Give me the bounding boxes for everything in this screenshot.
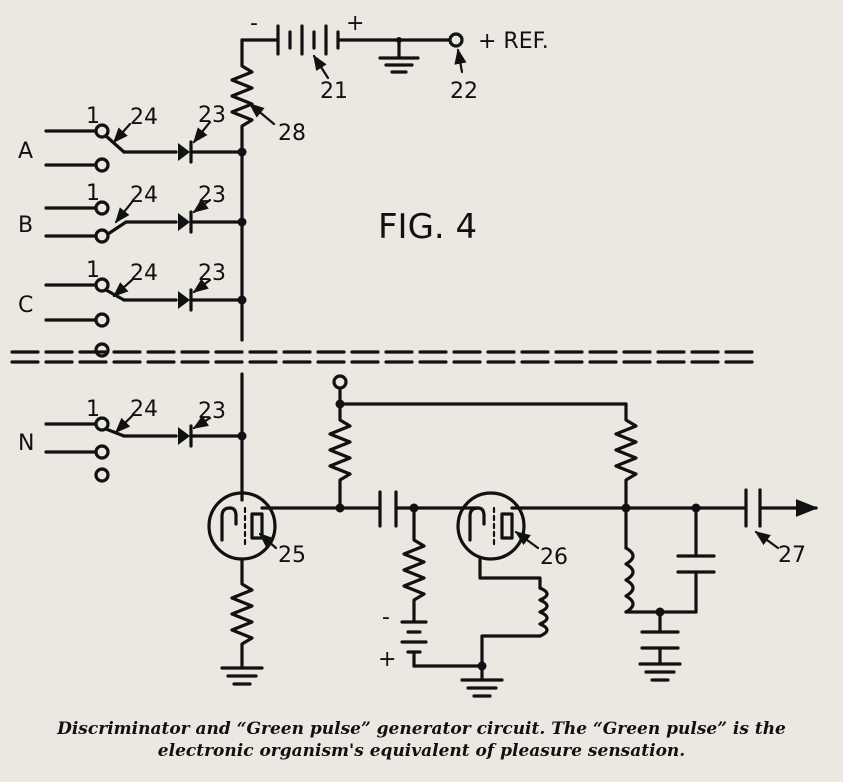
ref-label: + REF. [478, 29, 549, 54]
tank-circuit [621, 503, 716, 682]
input-row-a [44, 123, 247, 173]
grid-resistor-26 [402, 506, 426, 622]
input-row-n [44, 372, 247, 502]
leader-23-a [192, 120, 212, 144]
input-row-c [44, 277, 247, 358]
ref-23-label-n: 23 [198, 399, 226, 424]
ref-24-label-c: 24 [130, 261, 158, 286]
leader-26 [514, 530, 540, 550]
figure-title: FIG. 4 [378, 207, 477, 247]
leader-24-b [114, 200, 134, 224]
ref-24-label-n: 24 [130, 397, 158, 422]
leader-25 [258, 532, 278, 550]
break-lines [10, 350, 754, 364]
leader-21 [312, 54, 330, 80]
leader-24-n [114, 414, 134, 434]
input-row-b [44, 200, 247, 244]
plate-supply [328, 374, 638, 513]
leader-23-b [192, 198, 212, 214]
contact-label-c: 1 [86, 258, 100, 283]
contact-label-n: 1 [86, 397, 100, 422]
ref-24-label-b: 24 [130, 183, 158, 208]
ref-23-label-a: 23 [198, 103, 226, 128]
input-label-b: B [18, 213, 33, 238]
ref-25-label: 25 [278, 543, 306, 568]
battery-minus-label: - [250, 11, 258, 36]
ref-26-label: 26 [540, 545, 568, 570]
vacuum-tube-26 [456, 491, 702, 682]
leader-24-a [112, 122, 132, 144]
contact-label-b: 1 [86, 181, 100, 206]
resistor-28 [230, 60, 254, 342]
ref-28-label: 28 [278, 121, 306, 146]
leader-27 [754, 530, 780, 550]
ref-23-label-b: 23 [198, 183, 226, 208]
ref-23-label-c: 23 [198, 261, 226, 286]
leader-23-n [192, 415, 212, 430]
caption-line-1: Discriminator and “Green pulse” generato… [57, 719, 786, 739]
leader-22 [454, 48, 467, 74]
ref-22-label: 22 [450, 79, 478, 104]
ref-24-label-a: 24 [130, 105, 158, 130]
cathode-resistor-25 [230, 578, 254, 670]
vacuum-tube-25 [207, 491, 342, 582]
battery-plus-label: + [346, 11, 364, 36]
input-label-c: C [18, 293, 33, 318]
ref-27-label: 27 [778, 543, 806, 568]
caption-line-2: electronic organism's equivalent of plea… [157, 741, 686, 761]
leader-28 [248, 102, 276, 126]
contact-label-a: 1 [86, 104, 100, 129]
output-capacitor-27 [698, 488, 819, 528]
input-label-a: A [18, 139, 33, 164]
circuit-diagram: - + + REF. 21 22 28 FIG. 4 A 1 24 23 [10, 11, 819, 698]
ref-21-label: 21 [320, 79, 348, 104]
bias-minus-label: - [382, 605, 390, 630]
ground-symbol-tube-26 [460, 678, 504, 698]
bias-plus-label: + [378, 647, 396, 672]
ref-terminal-22 [448, 32, 464, 48]
bias-battery [400, 620, 484, 668]
ground-symbol-tube-25 [220, 666, 264, 686]
leader-23-c [192, 278, 212, 294]
figure-caption: Discriminator and “Green pulse” generato… [0, 718, 843, 762]
input-label-n: N [18, 431, 34, 456]
leader-24-c [112, 278, 134, 298]
ground-symbol-top [378, 37, 420, 74]
battery-21 [240, 24, 452, 64]
